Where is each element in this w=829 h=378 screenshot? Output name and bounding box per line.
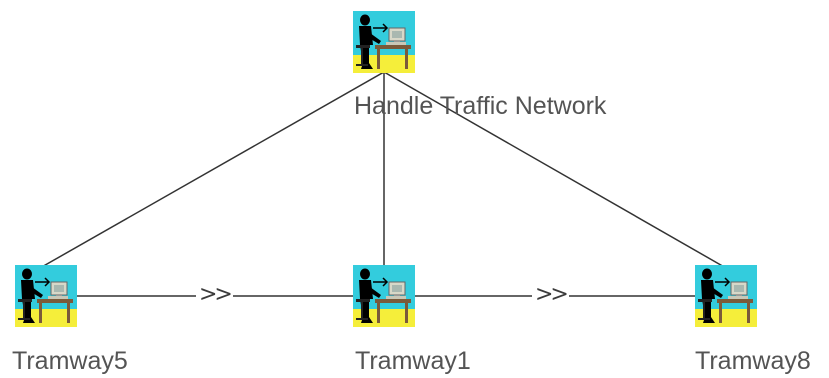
operator-workstation-icon	[353, 11, 415, 73]
node-label-tramway5: Tramway5	[12, 347, 128, 375]
node-label-tramway8: Tramway8	[695, 347, 811, 375]
node-label-tramway1: Tramway1	[355, 347, 471, 375]
node-tramway5[interactable]	[15, 265, 77, 327]
node-tramway8[interactable]	[695, 265, 757, 327]
operator-workstation-icon	[695, 265, 757, 327]
edge-left-to-middle-label: >>	[196, 284, 233, 306]
node-label-handle-traffic-network: Handle Traffic Network	[354, 92, 607, 120]
operator-workstation-icon	[15, 265, 77, 327]
edge-top-to-left	[39, 71, 385, 269]
node-handle-traffic-network[interactable]	[353, 11, 415, 73]
node-tramway1[interactable]	[353, 265, 415, 327]
edge-middle-to-right-label: >>	[532, 284, 569, 306]
operator-workstation-icon	[353, 265, 415, 327]
edge-top-to-right	[383, 71, 727, 269]
